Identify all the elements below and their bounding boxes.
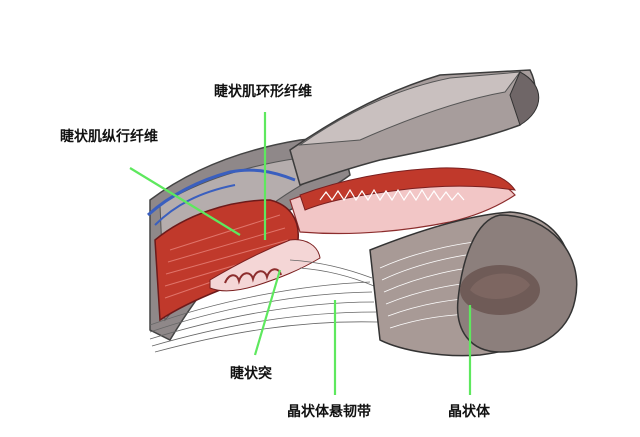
ciliary-muscle-striations	[164, 214, 289, 299]
vessel-blue-2	[154, 184, 236, 226]
lens-nucleus-shine	[470, 273, 530, 300]
leader-lines	[129, 112, 472, 395]
zonular-fibers	[149, 259, 379, 353]
label-ciliary-circular-fibers: 睫状肌环形纤维	[214, 84, 312, 100]
iris-ridges	[319, 188, 465, 202]
leader-longitudinal-fibers	[129, 167, 241, 236]
label-ciliary-longitudinal-fibers: 睫状肌纵行纤维	[60, 129, 158, 145]
vessel-blue	[146, 168, 296, 217]
iris-muscle-band	[299, 167, 517, 211]
label-lens: 晶状体	[448, 404, 490, 420]
ciliary-process-folds	[224, 268, 282, 285]
label-zonular-fibers: 晶状体悬韧带	[287, 404, 371, 420]
cornea-edge	[509, 71, 540, 126]
leader-ciliary-process	[253, 269, 282, 356]
cornea-shelf-top	[298, 71, 522, 146]
label-ciliary-process: 睫状突	[230, 366, 272, 382]
